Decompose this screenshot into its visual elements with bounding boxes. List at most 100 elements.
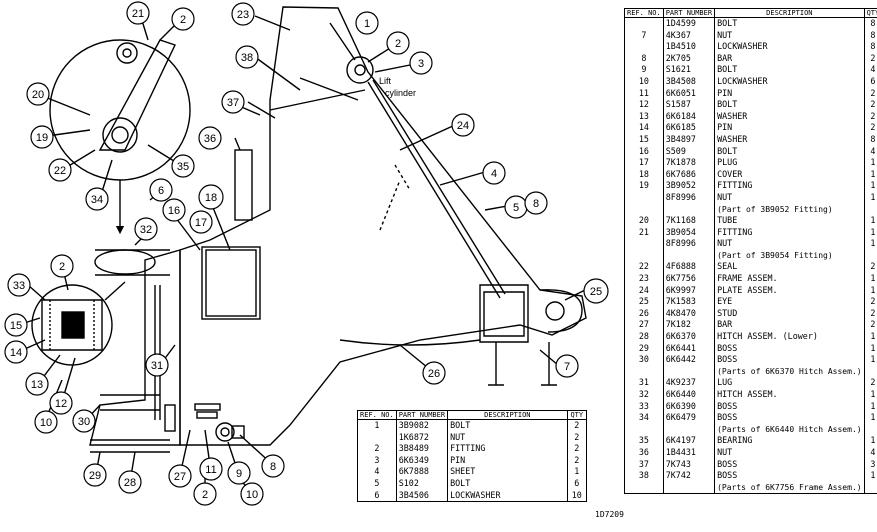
ref-cell (624, 17, 664, 30)
part-number-cell: 3B9082 (396, 419, 449, 432)
callout-33: 33 (7, 273, 31, 297)
quantity-cell: 3 (870, 458, 876, 469)
description-cell: HITCH ASSEM. (714, 389, 865, 401)
description-cell: COVER (714, 168, 865, 181)
part-number-cell: 7K1583 (663, 296, 716, 308)
svg-text:17: 17 (195, 217, 207, 229)
description-cell: (Part of 3B9052 Fitting) (714, 203, 865, 216)
quantity-cell: 1 (870, 215, 876, 226)
svg-text:11: 11 (205, 464, 216, 476)
ref-cell (624, 423, 664, 436)
part-number-cell: 3B4897 (663, 133, 716, 146)
quantity-cell: 4 (870, 145, 876, 156)
part-number-cell: 8F8996 (663, 238, 716, 250)
quantity-cell: 6 (574, 477, 580, 488)
svg-text:5: 5 (513, 202, 519, 214)
callout-19: 19 (30, 125, 54, 149)
part-number-cell: 8F8996 (663, 191, 716, 204)
description-cell: SHEET (447, 466, 568, 478)
part-number-cell: 2K705 (663, 52, 716, 65)
part-number-cell: S102 (396, 477, 449, 490)
description-cell: NUT (447, 431, 568, 444)
ref-cell (624, 481, 664, 494)
svg-text:8: 8 (533, 198, 539, 210)
ref-cell: 23 (624, 273, 664, 285)
callout-2c: 2 (50, 254, 74, 278)
part-number-cell: 6K6370 (663, 331, 716, 343)
svg-text:31: 31 (151, 360, 163, 372)
callout-24: 24 (451, 113, 475, 137)
svg-text:29: 29 (89, 470, 101, 482)
description-cell: FITTING (714, 180, 865, 192)
quantity-cell: 2 (870, 261, 876, 272)
part-number-cell: 1B4510 (663, 41, 716, 53)
ref-cell: 12 (624, 99, 664, 111)
callout-9: 9 (227, 461, 251, 485)
svg-text:2: 2 (202, 489, 208, 501)
ref-cell (624, 249, 664, 262)
callout-6: 6 (149, 178, 173, 202)
quantity-cell: 2 (870, 296, 876, 307)
drawing-number: 1D7209 (595, 510, 624, 519)
svg-text:20: 20 (32, 89, 44, 101)
quantity-cell: 2 (574, 431, 580, 442)
quantity-cell: 2 (870, 87, 876, 98)
quantity-cell: 1 (870, 389, 876, 399)
callout-14: 14 (4, 340, 28, 364)
callout-3: 3 (409, 51, 433, 75)
quantity-cell: 1 (574, 466, 580, 477)
callout-25: 25 (583, 278, 609, 304)
svg-text:22: 22 (54, 165, 66, 177)
description-cell: LUG (714, 377, 865, 389)
description-cell: BOSS (714, 458, 865, 471)
callout-35: 35 (171, 154, 195, 178)
quantity-cell (864, 204, 877, 216)
description-cell: WASHER (714, 133, 865, 146)
part-number-cell (663, 365, 716, 378)
callout-11: 11 (199, 457, 223, 481)
col-ref: REF. NO. (357, 410, 397, 420)
part-number-cell: 3B9054 (663, 226, 716, 239)
svg-text:35: 35 (177, 161, 189, 173)
description-cell: BAR (714, 319, 865, 332)
callout-26: 26 (422, 361, 446, 385)
ref-cell (624, 238, 664, 250)
callout-2d: 2 (193, 482, 217, 506)
description-cell: HITCH ASSEM. (Lower) (714, 331, 865, 343)
part-number-cell: 4F6888 (663, 261, 716, 274)
quantity-cell: 1 (870, 238, 876, 249)
svg-text:26: 26 (428, 368, 440, 380)
svg-text:30: 30 (78, 416, 90, 428)
callout-29: 29 (83, 463, 107, 487)
quantity-cell: 8 (870, 41, 876, 52)
quantity-cell: 2 (870, 110, 876, 121)
ref-cell: 28 (624, 331, 664, 343)
callout-2b: 2 (386, 31, 410, 55)
part-number-cell (663, 249, 716, 262)
callout-37: 37 (221, 90, 245, 114)
svg-text:36: 36 (204, 133, 216, 145)
quantity-cell: 1 (870, 157, 876, 168)
quantity-cell (864, 366, 877, 378)
callout-17: 17 (189, 210, 213, 234)
quantity-cell: 8 (870, 18, 876, 28)
ref-cell: 24 (624, 284, 664, 297)
quantity-cell: 1 (870, 400, 876, 411)
ref-cell: 19 (624, 180, 664, 192)
part-number-cell: 1D4599 (663, 17, 716, 30)
svg-text:2: 2 (59, 261, 65, 273)
svg-text:33: 33 (13, 280, 25, 292)
callout-18: 18 (198, 184, 224, 210)
